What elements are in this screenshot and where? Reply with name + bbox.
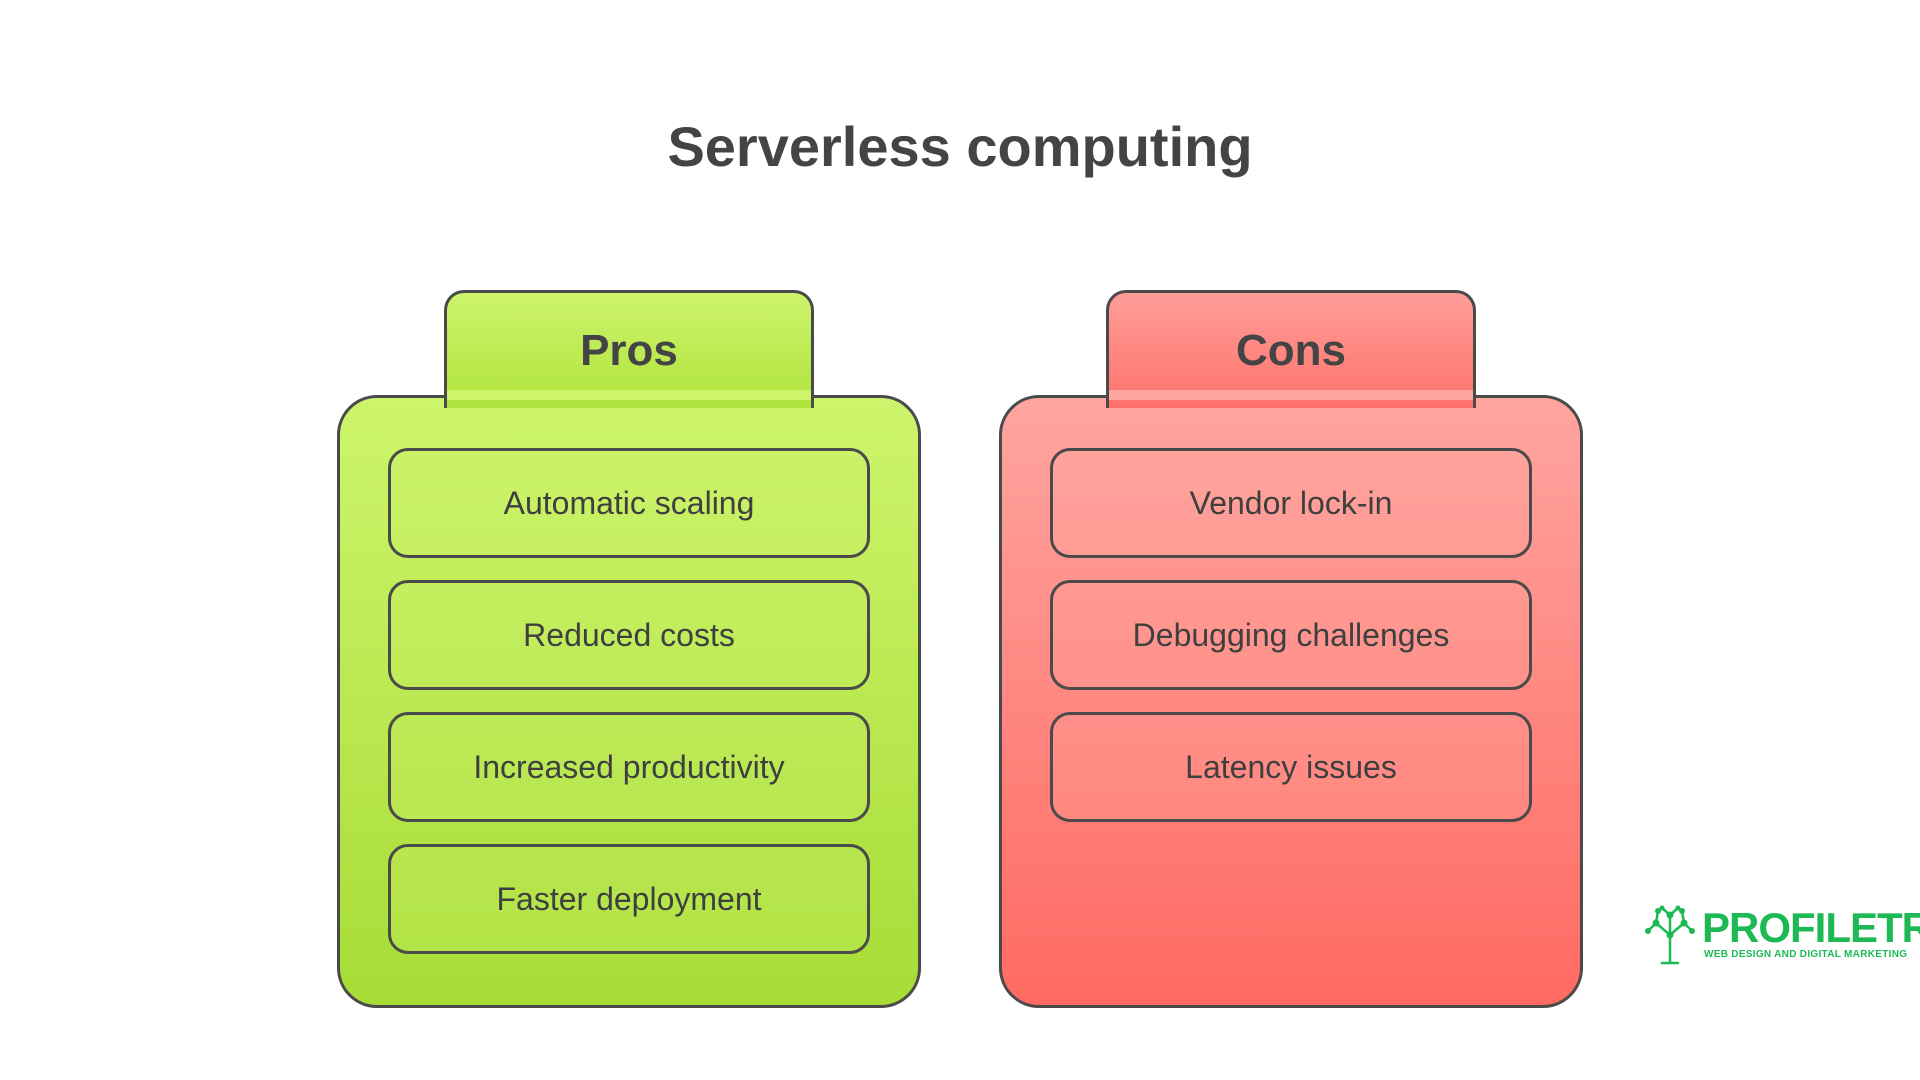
- pros-item-automatic-scaling: Automatic scaling: [388, 448, 870, 558]
- pros-column: Pros Automatic scaling Reduced costs Inc…: [337, 290, 921, 1008]
- logo-wordmark: PROFILETREE: [1702, 904, 1920, 951]
- pros-header: Pros: [444, 290, 814, 408]
- pros-list: Automatic scaling Reduced costs Increase…: [388, 448, 870, 976]
- pros-item-reduced-costs: Reduced costs: [388, 580, 870, 690]
- pros-tab-joint: [447, 390, 811, 400]
- cons-item-latency-issues: Latency issues: [1050, 712, 1532, 822]
- cons-panel: [999, 395, 1583, 1008]
- tree-network-icon: [1645, 905, 1695, 965]
- profiletree-logo: PROFILETREE WEB DESIGN AND DIGITAL MARKE…: [1642, 905, 1920, 967]
- cons-header: Cons: [1106, 290, 1476, 408]
- diagram-title: Serverless computing: [667, 115, 1253, 178]
- cons-column: Cons Vendor lock-in Debugging challenges…: [999, 290, 1583, 1008]
- cons-list: Vendor lock-in Debugging challenges Late…: [1050, 448, 1532, 844]
- pros-item-increased-productivity: Increased productivity: [388, 712, 870, 822]
- cons-item-vendor-lock-in: Vendor lock-in: [1050, 448, 1532, 558]
- pros-item-faster-deployment: Faster deployment: [388, 844, 870, 954]
- logo-tagline: WEB DESIGN AND DIGITAL MARKETING: [1704, 949, 1908, 960]
- cons-tab-joint: [1109, 390, 1473, 400]
- cons-item-debugging-challenges: Debugging challenges: [1050, 580, 1532, 690]
